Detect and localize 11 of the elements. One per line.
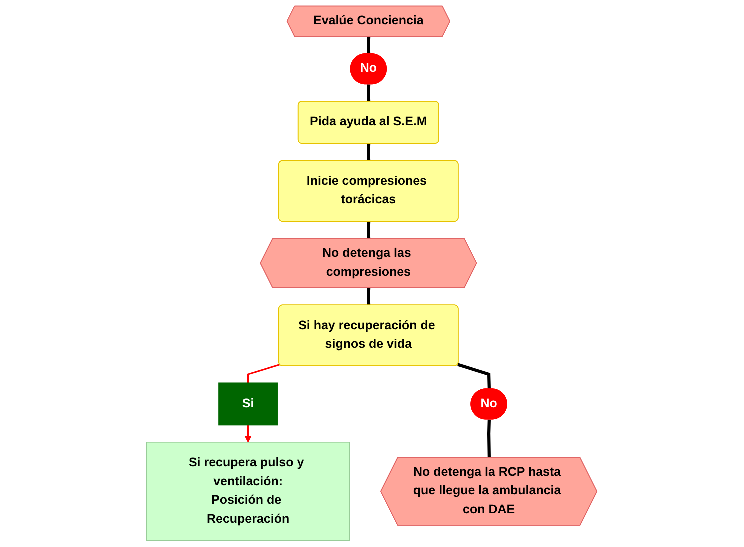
connector [248,364,280,384]
arrow [244,425,252,443]
connector [487,420,491,458]
node-box: Si recupera pulso y ventilación: Posición de Recuperación [146,442,350,542]
connector [367,84,371,102]
connector [367,288,371,306]
node-box: Si [218,382,278,426]
connector [458,363,491,390]
connector [367,144,371,162]
connector [367,222,371,240]
connector [367,36,371,54]
